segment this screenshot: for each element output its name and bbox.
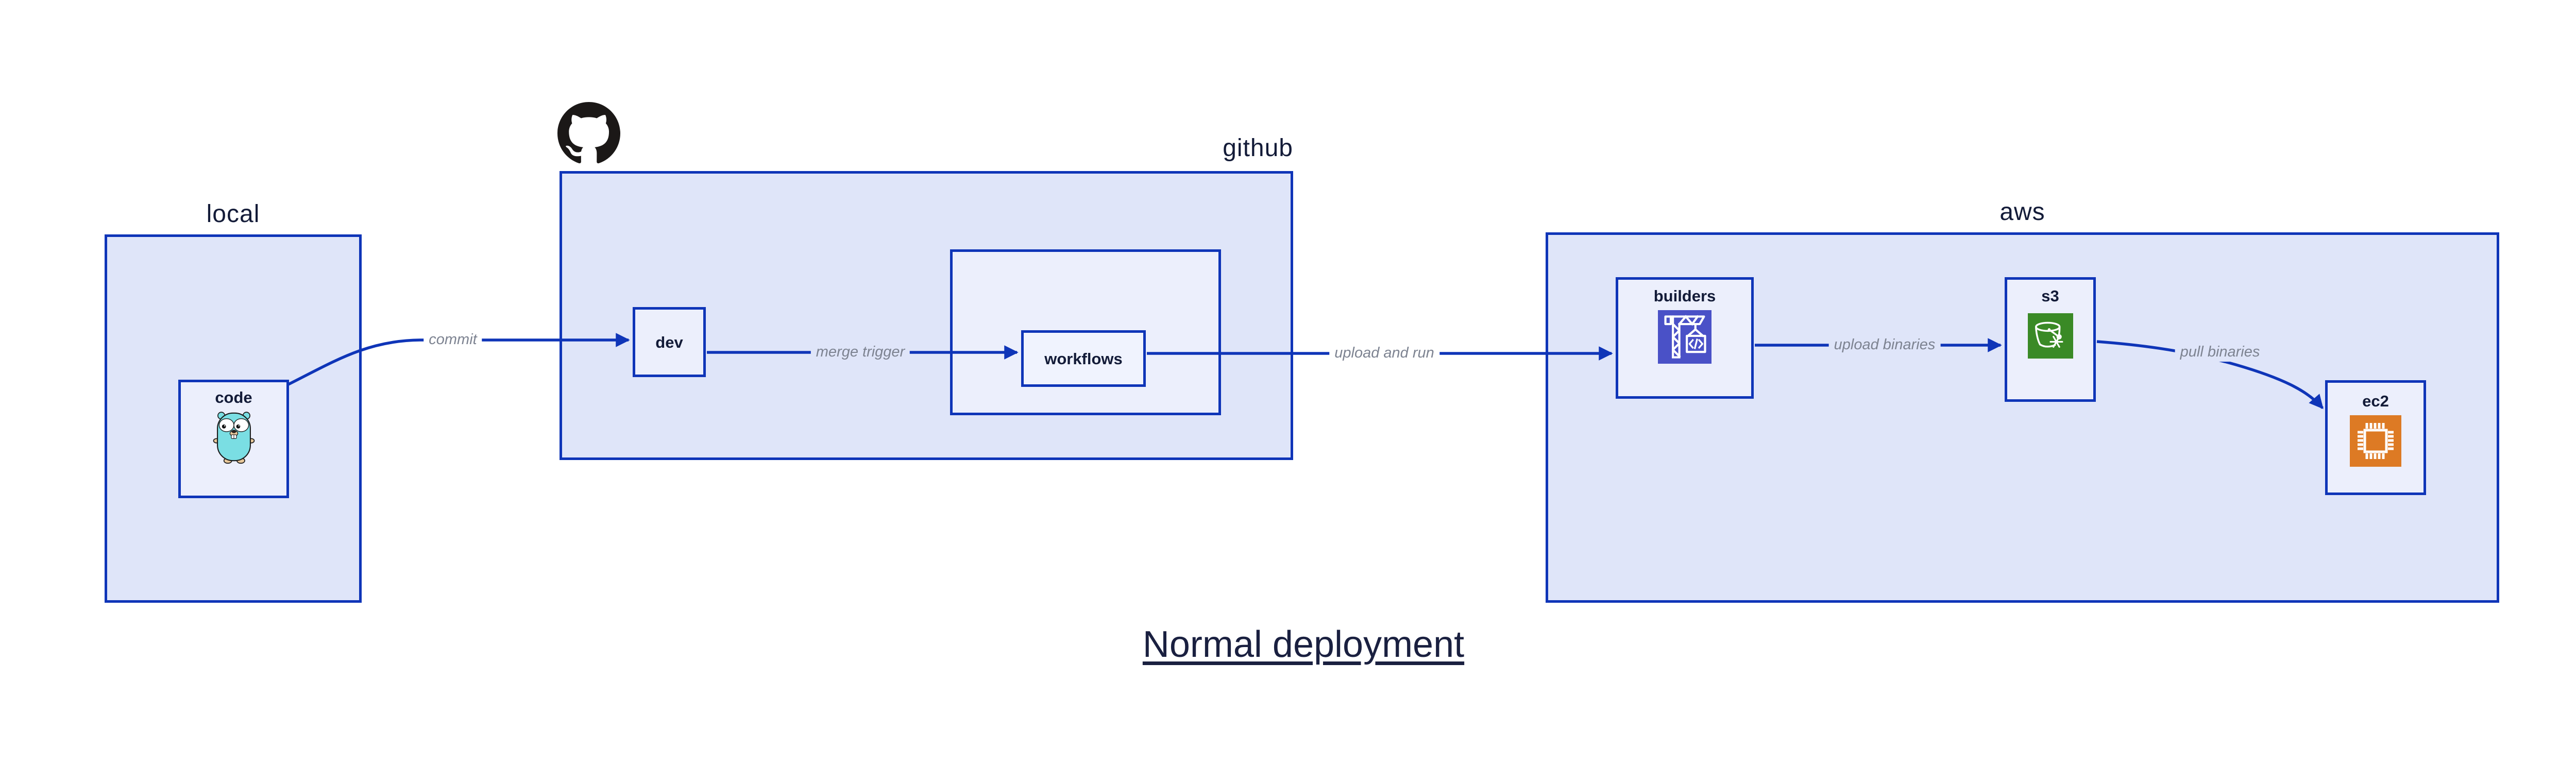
node-s3-box: s3: [2005, 277, 2096, 402]
edge-upload-and-run-label: upload and run: [1329, 344, 1439, 363]
node-code-label: code: [215, 388, 252, 406]
container-aws-label: aws: [1999, 198, 2045, 226]
container-local-label: local: [206, 200, 260, 228]
github-octocat-icon: [557, 102, 620, 163]
edge-upload-binaries-label: upload binaries: [1828, 336, 1941, 354]
node-ec2-label: ec2: [2362, 392, 2389, 410]
node-builders-label: builders: [1653, 287, 1716, 305]
edge-merge-trigger-label: merge trigger: [810, 343, 910, 362]
aws-ec2-chip-icon: [2350, 415, 2401, 467]
node-builders-box: builders: [1616, 277, 1754, 399]
node-s3-label: s3: [2041, 287, 2059, 305]
node-workflows-label: workflows: [1044, 349, 1123, 368]
container-github-label: github: [1223, 134, 1293, 162]
aws-codebuild-crane-icon: [1658, 310, 1711, 364]
node-dev-box: dev: [633, 307, 706, 377]
node-code-box: code: [178, 380, 289, 498]
node-workflows-box: workflows: [1021, 330, 1146, 387]
go-gopher-icon: [213, 412, 255, 464]
edge-commit-label: commit: [423, 331, 482, 349]
node-dev-label: dev: [655, 333, 683, 351]
aws-s3-bucket-snowflake-icon: [2027, 313, 2073, 359]
node-ec2-box: ec2: [2325, 380, 2426, 495]
edge-pull-binaries-label: pull binaries: [2175, 343, 2265, 362]
diagram-title: Normal deployment: [1142, 624, 1465, 665]
